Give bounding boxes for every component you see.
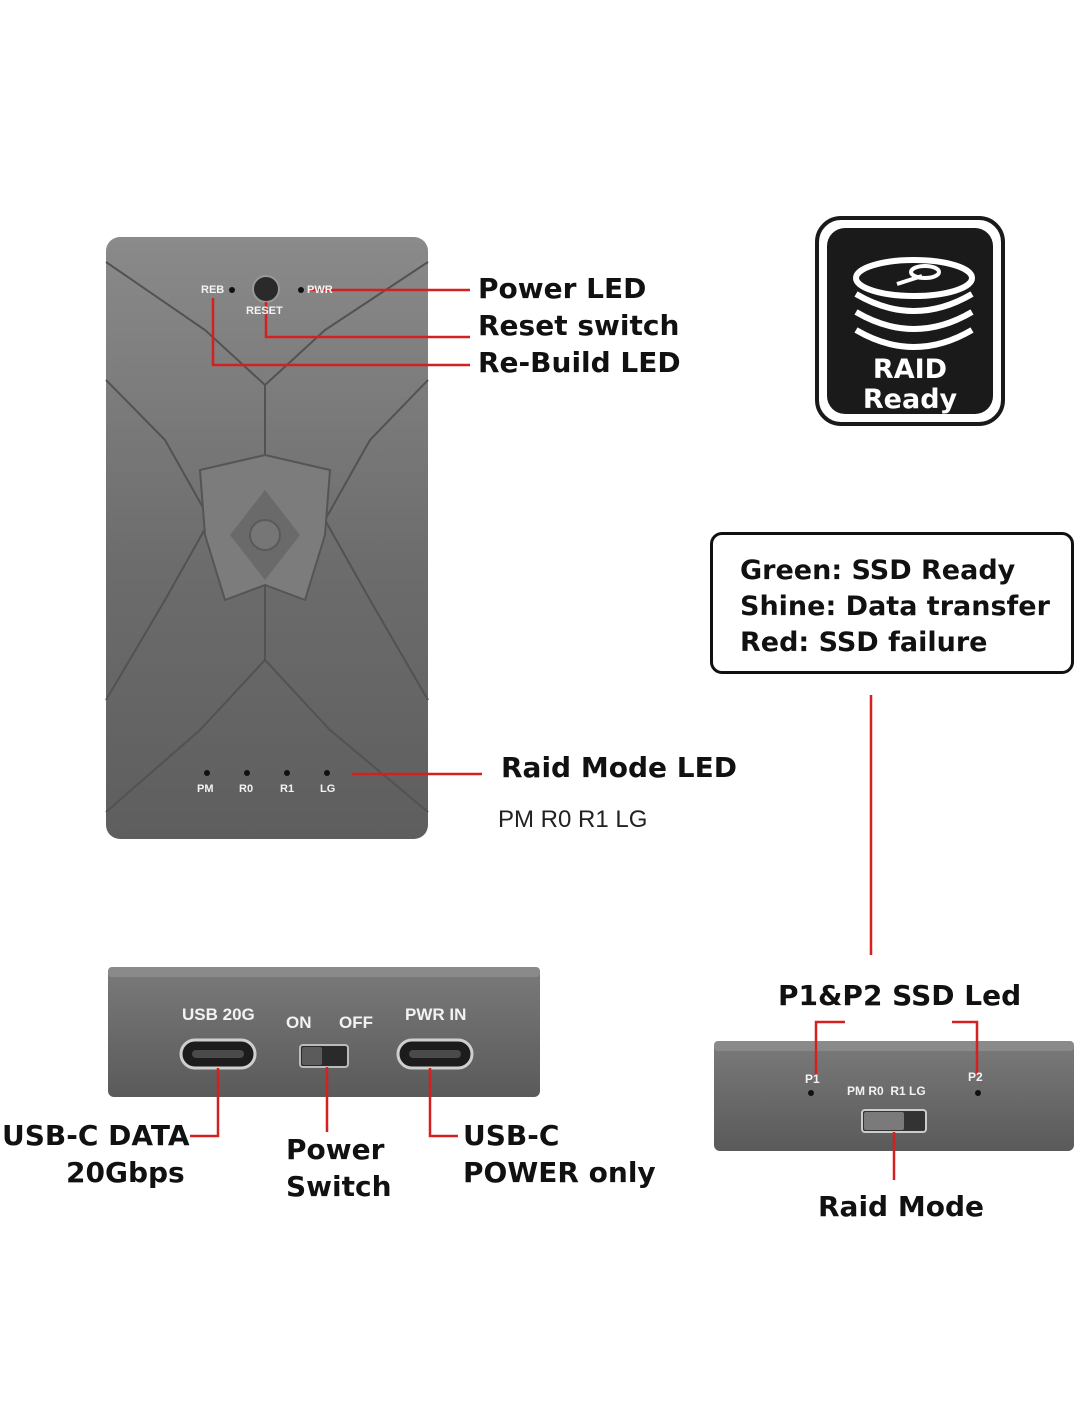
callout-reset-switch: Reset switch [478, 309, 680, 342]
pwr-label: PWR [307, 284, 333, 296]
reset-label: RESET [246, 305, 283, 317]
raid-led-dots [204, 770, 330, 776]
callout-power-led: Power LED [478, 272, 647, 305]
reset-button-graphic [252, 275, 280, 303]
callout-usb-power-1: USB-C [463, 1119, 560, 1152]
p1-label: P1 [805, 1072, 820, 1086]
legend-green: Green: SSD Ready [740, 555, 1016, 586]
callout-power-switch-1: Power [286, 1133, 385, 1166]
on-label: ON [286, 1013, 312, 1032]
p2-label: P2 [968, 1070, 983, 1084]
led-legend-box: Green: SSD Ready Shine: Data transfer Re… [710, 532, 1074, 674]
callout-raid-mode: Raid Mode [818, 1190, 984, 1223]
callout-raid-mode-led: Raid Mode LED [501, 751, 737, 784]
callout-usb-data-2: 20Gbps [66, 1156, 185, 1189]
legend-shine: Shine: Data transfer [740, 591, 1050, 622]
led-label-r1: R1 [280, 783, 295, 795]
leader-lines-front [190, 1067, 458, 1138]
led-label-lg: LG [320, 783, 336, 795]
reb-label: REB [201, 284, 225, 296]
device-center-dot [249, 519, 281, 551]
callout-rebuild-led: Re-Build LED [478, 346, 681, 379]
callout-raid-mode-led-sub: PM R0 R1 LG [498, 806, 648, 833]
callout-power-switch-2: Switch [286, 1170, 392, 1203]
callout-ssd-led: P1&P2 SSD Led [778, 979, 1022, 1012]
leader-lines-top [211, 288, 873, 955]
raid-badge-line2: Ready [862, 384, 958, 415]
off-label: OFF [339, 1013, 373, 1032]
leader-lines-rear [814, 1020, 979, 1180]
front-panel-body [108, 967, 540, 1097]
callout-usb-power-2: POWER only [463, 1156, 656, 1189]
led-label-r0: R0 [239, 783, 254, 795]
raid-badge-line1: RAID [872, 354, 948, 385]
led-label-pm: PM [197, 783, 214, 795]
raid-ready-badge: RAID Ready [815, 216, 1005, 426]
legend-red: Red: SSD failure [740, 627, 988, 658]
rear-panel-body [714, 1041, 1074, 1151]
disk-stack-icon [853, 257, 975, 350]
usb-20g-label: USB 20G [182, 1005, 255, 1024]
raid-mode-positions-label: PM R0 R1 LG [847, 1084, 926, 1098]
pwr-in-label: PWR IN [405, 1005, 467, 1024]
callout-usb-data-1: USB-C DATA [2, 1119, 190, 1152]
